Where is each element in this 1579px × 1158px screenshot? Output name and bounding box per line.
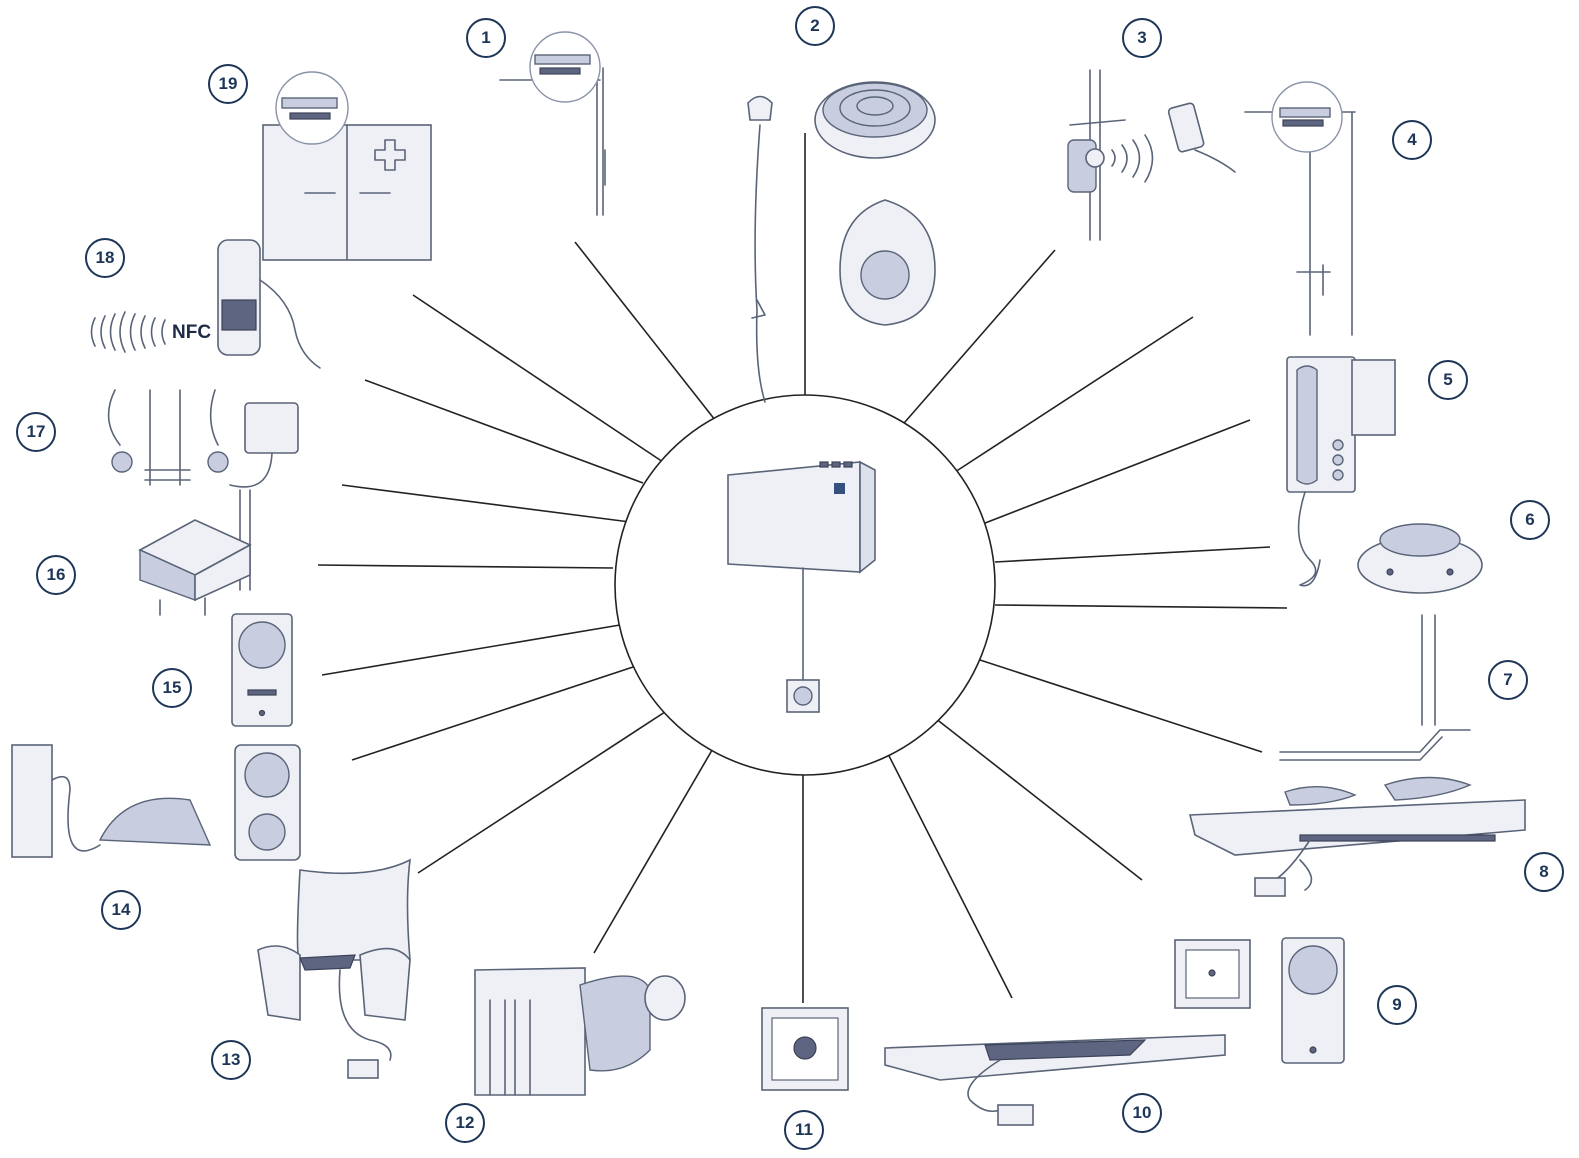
pressure-mat-icon	[885, 1035, 1225, 1125]
number-badge-8: 8	[1524, 852, 1564, 892]
number-badge-16: 16	[36, 555, 76, 595]
central-unit-icon	[615, 395, 995, 775]
number-badge-18: 18	[85, 238, 125, 278]
wall-sensor-icon	[762, 1008, 848, 1090]
smart-lock-icon	[1068, 70, 1235, 240]
smoke-detector-icon	[1358, 524, 1482, 593]
number-badge-5: 5	[1428, 360, 1468, 400]
number-badge-1: 1	[466, 18, 506, 58]
number-badge-17: 17	[16, 412, 56, 452]
number-badge-7: 7	[1488, 660, 1528, 700]
bed-mat-icon	[1190, 778, 1525, 897]
iron-plug-icon	[12, 745, 300, 860]
cabinet-sensor-icon	[263, 72, 431, 260]
number-badge-13: 13	[211, 1040, 251, 1080]
number-badge-2: 2	[795, 6, 835, 46]
number-badge-4: 4	[1392, 120, 1432, 160]
number-badge-9: 9	[1377, 985, 1417, 1025]
number-badge-6: 6	[1510, 500, 1550, 540]
number-badge-15: 15	[152, 668, 192, 708]
floor-sensor-icon	[1280, 615, 1470, 760]
number-badge-19: 19	[208, 64, 248, 104]
pipe-sensor-icon	[109, 390, 298, 487]
radiator-thermostat-icon	[475, 968, 685, 1095]
door-sensor-icon	[1245, 82, 1355, 335]
door-contact-icon	[500, 32, 605, 215]
nfc-label: NFC	[172, 322, 211, 344]
number-badge-14: 14	[101, 890, 141, 930]
number-badge-12: 12	[445, 1103, 485, 1143]
pull-cord-and-call-button-icon	[748, 82, 935, 402]
armchair-sensor-icon	[258, 860, 410, 1078]
number-badge-3: 3	[1122, 18, 1162, 58]
water-sensor-icon	[140, 490, 250, 615]
number-badge-11: 11	[784, 1110, 824, 1150]
smart-plug-icon	[232, 614, 292, 726]
number-badge-10: 10	[1122, 1093, 1162, 1133]
